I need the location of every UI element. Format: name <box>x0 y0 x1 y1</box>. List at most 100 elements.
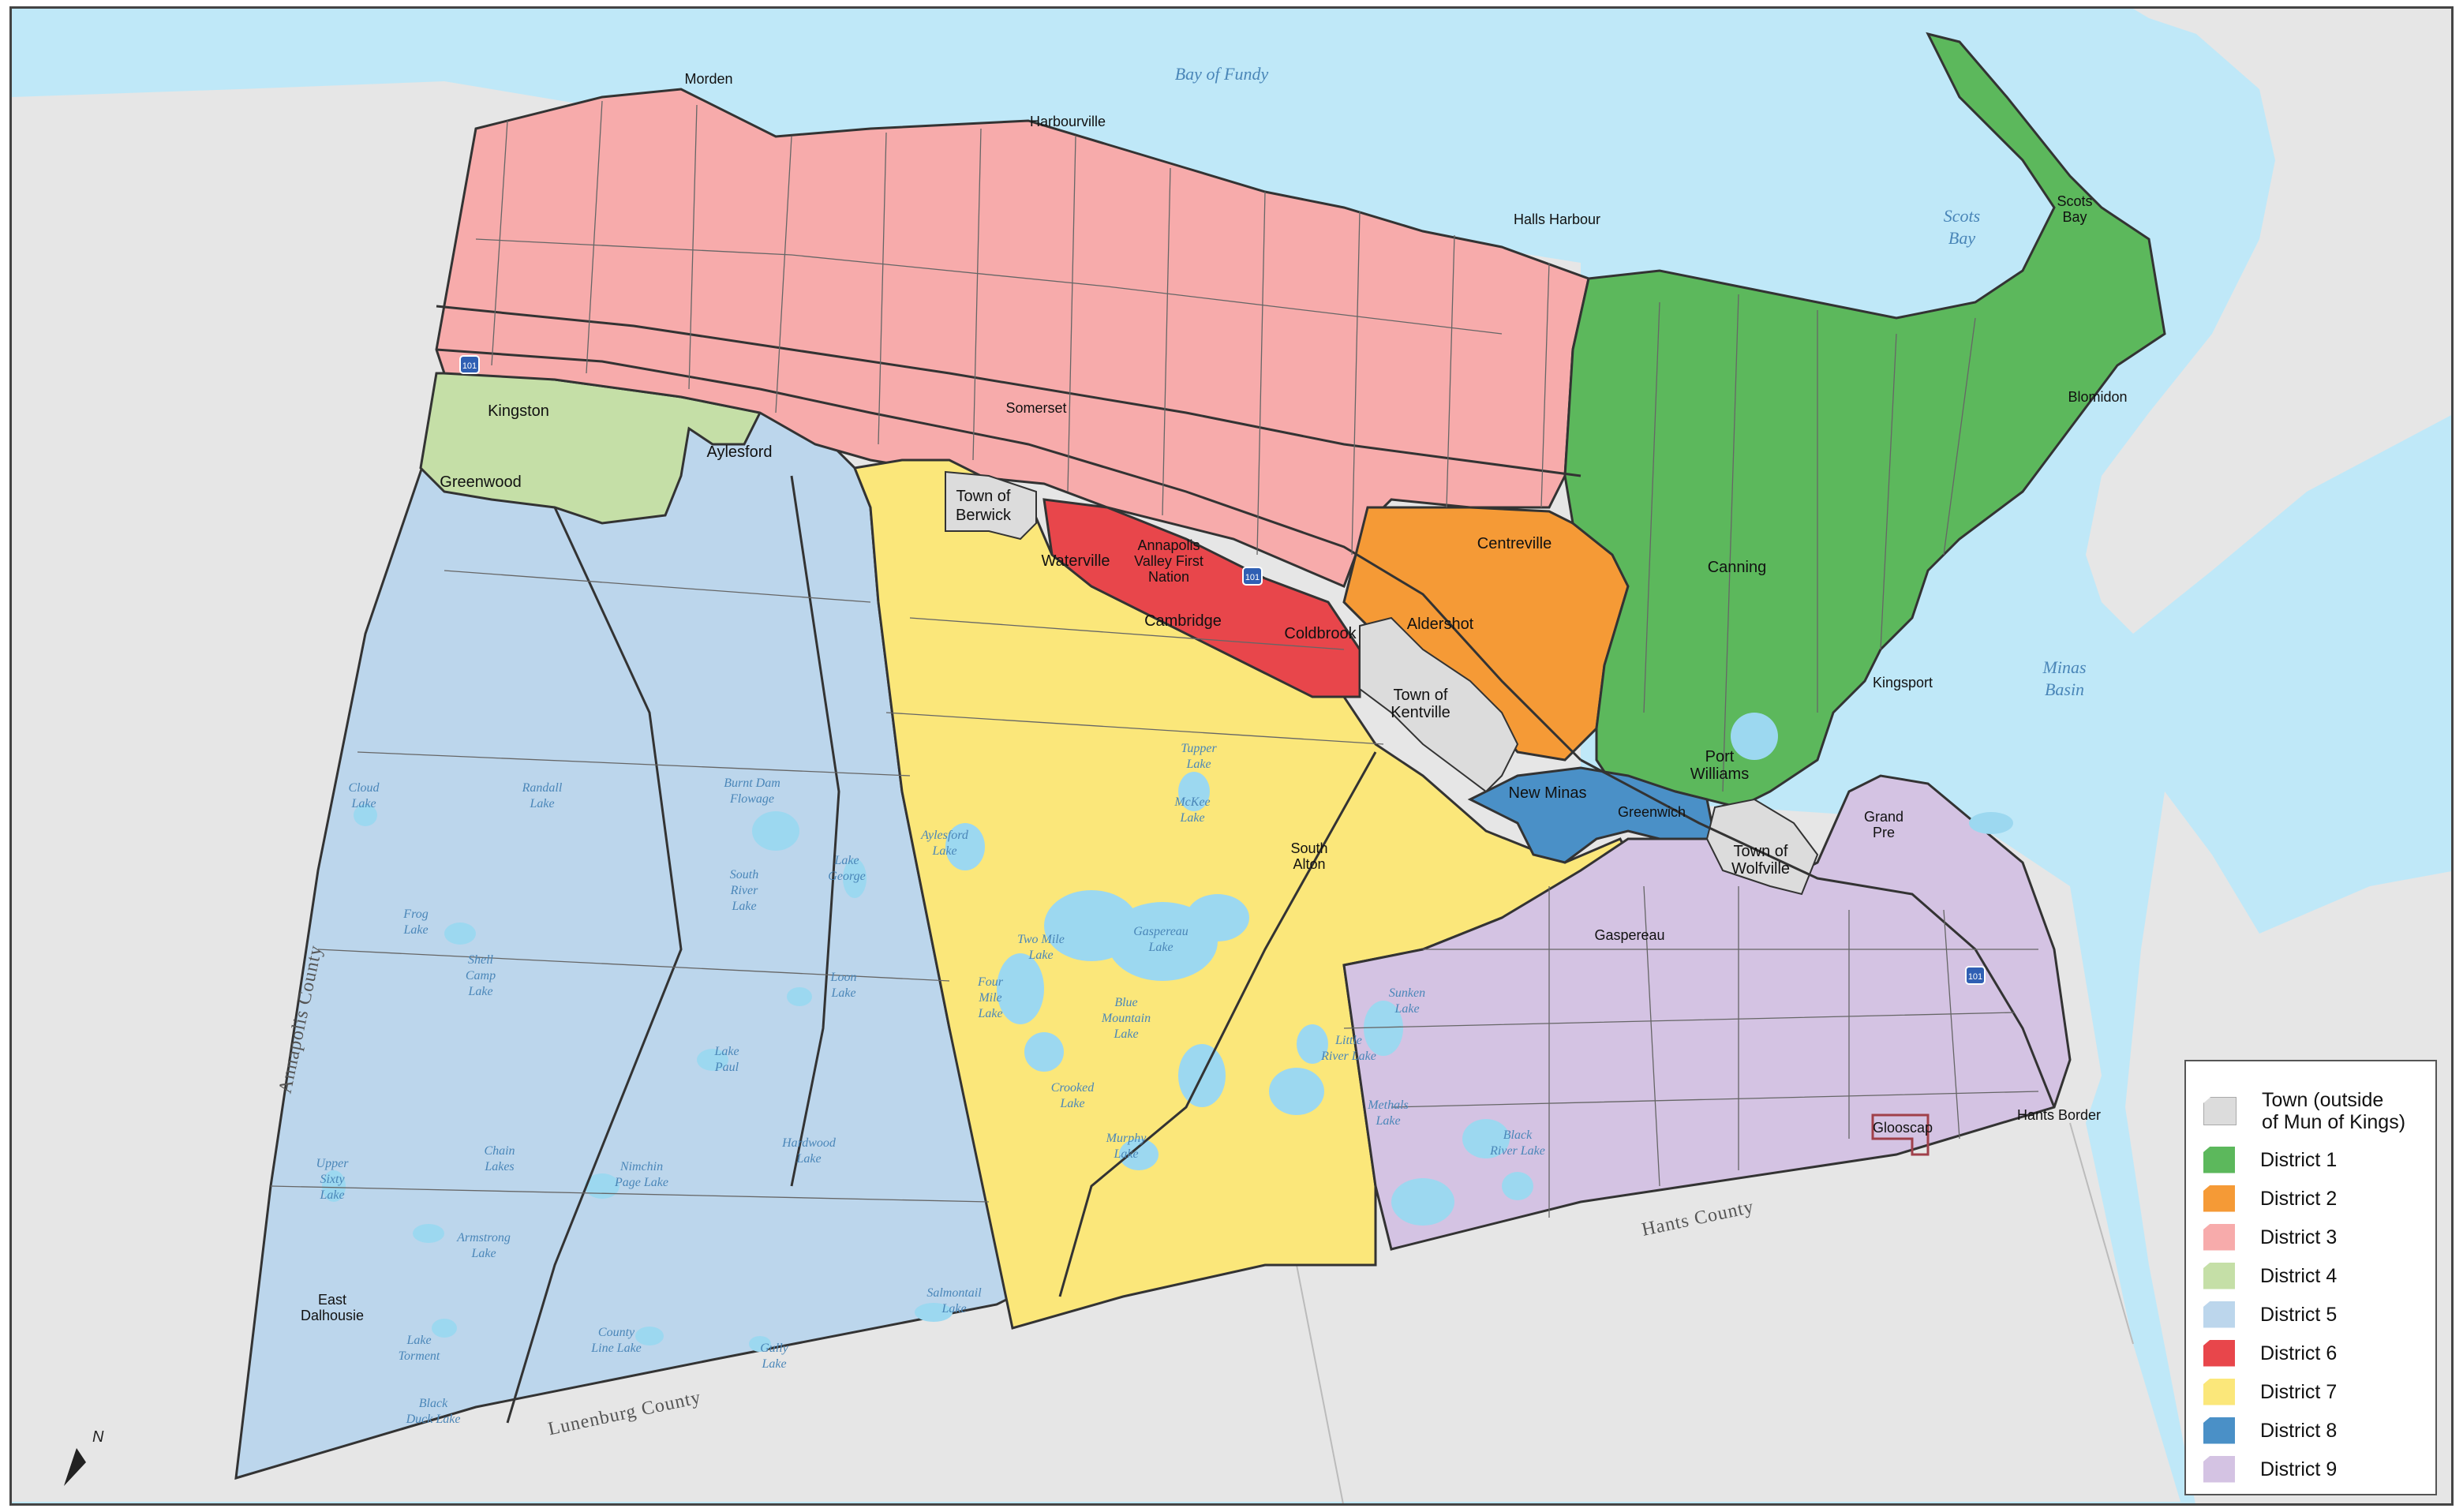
lake-label-armstrong-lake: Lake <box>470 1247 496 1260</box>
lake-label-county-line-lake: County <box>598 1326 635 1339</box>
lake-label-blue-mountain-lake: Lake <box>1113 1027 1138 1041</box>
town-berwick-area <box>945 470 1037 541</box>
grey-lines <box>1296 1122 2134 1503</box>
lake-label-shell-camp-lake: Shell <box>468 953 494 967</box>
annapolis-valley-first-nation-label: Valley First <box>1134 553 1203 569</box>
highway-shield: 101 <box>1965 966 1986 985</box>
lake-label-frog-lake: Lake <box>402 923 428 937</box>
district-map: 101 101 101 Bay of Fundy Scots Bay Minas… <box>12 9 2451 1503</box>
lake-label-nimchin-page-lake: Page Lake <box>614 1176 668 1189</box>
district-9-area <box>1342 774 2072 1251</box>
lake-label-lake-paul: Paul <box>714 1061 739 1074</box>
scots-bay-water-label: Bay <box>1948 228 1975 248</box>
lake-label-hardwood-lake: Lake <box>795 1152 821 1166</box>
lake-label-mckee-lake: McKee <box>1173 795 1210 809</box>
new-minas-label: New Minas <box>1509 784 1587 802</box>
map-frame: 101 101 101 Bay of Fundy Scots Bay Minas… <box>9 6 2454 1506</box>
legend-item-district-5: District 5 <box>2203 1295 2418 1334</box>
gaspereau-label: Gaspereau <box>1594 927 1664 943</box>
lake-label-little-river-lake: Little <box>1334 1034 1362 1047</box>
town-kentville-area <box>1359 616 1519 793</box>
aldershot-label: Aldershot <box>1407 616 1474 633</box>
hants-border-label: Hants Border <box>2017 1107 2101 1123</box>
lake-label-salmontail-lake: Salmontail <box>926 1286 982 1300</box>
lake-label-shell-camp-lake: Lake <box>467 985 492 998</box>
lake-label-aylesford-lake: Aylesford <box>920 829 969 842</box>
minas-basin-label: Basin <box>2045 679 2084 699</box>
legend-swatch-district-4 <box>2203 1262 2235 1289</box>
lake-label-blue-mountain-lake: Mountain <box>1101 1012 1151 1025</box>
highway-shield-label: 101 <box>1245 573 1260 582</box>
legend-label-town-line-1: Town (outside <box>2262 1089 2384 1111</box>
aylesford-label: Aylesford <box>706 443 772 461</box>
legend-swatch-district-5 <box>2203 1301 2235 1328</box>
lake-label-upper-sixty-lake: Upper <box>316 1157 350 1170</box>
coldbrook-label: Coldbrook <box>1284 625 1357 642</box>
legend-label-district-8: District 8 <box>2260 1419 2338 1442</box>
legend-item-district-9: District 9 <box>2203 1450 2418 1488</box>
legend-label-district-1: District 1 <box>2260 1148 2338 1171</box>
annapolis-valley-first-nation-label: Nation <box>1148 569 1189 585</box>
lake-label-hardwood-lake: Hardwood <box>781 1136 837 1150</box>
lake-label-armstrong-lake: Armstrong <box>456 1231 511 1244</box>
legend-label-district-5: District 5 <box>2260 1303 2338 1326</box>
lake-label-mckee-lake: Lake <box>1179 811 1204 825</box>
canning-label: Canning <box>1708 559 1767 576</box>
lakes <box>322 713 2013 1352</box>
lake-label-county-line-lake: Line Lake <box>590 1342 642 1355</box>
lake-label-burnt-dam-flowage: Burnt Dam <box>724 777 780 790</box>
lake-label-upper-sixty-lake: Sixty <box>320 1173 345 1186</box>
lake-label-chain-lakes: Chain <box>484 1144 515 1158</box>
town-of-berwick-label: Berwick <box>956 507 1012 524</box>
highway-shield-label: 101 <box>462 361 477 371</box>
glooscap-label: Glooscap <box>1873 1120 1933 1136</box>
town-of-kentville-label: Kentville <box>1391 704 1450 721</box>
highway-shield-label: 101 <box>1968 972 1982 982</box>
major-roads <box>436 305 2056 1424</box>
lake-label-gully-lake: Gully <box>760 1342 788 1355</box>
kingston-label: Kingston <box>488 402 549 420</box>
lake-label-upper-sixty-lake: Lake <box>319 1188 344 1202</box>
lake-label-chain-lakes: Lakes <box>484 1160 514 1173</box>
port-williams-label: Port <box>1705 748 1735 765</box>
town-of-wolfville-label: Wolfville <box>1731 860 1790 878</box>
lake-label-two-mile-lake: Two Mile <box>1017 933 1065 946</box>
lake-label-frog-lake: Frog <box>402 908 428 921</box>
glooscap-area <box>1871 1113 1930 1156</box>
lake-label-murphy-lake: Murphy <box>1106 1132 1147 1145</box>
lake-label-lake-george: Lake <box>833 854 859 867</box>
port-williams-label: Williams <box>1690 765 1749 783</box>
legend-label-district-3: District 3 <box>2260 1226 2338 1248</box>
legend-label-town: Town (outside of Mun of Kings) <box>2262 1089 2405 1133</box>
annapolis-valley-first-nation-label: Annapolis <box>1137 537 1200 553</box>
legend-swatch-district-6 <box>2203 1339 2235 1367</box>
lake-label-crooked-lake: Crooked <box>1051 1081 1095 1095</box>
lake-label-south-river-lake: River <box>730 884 758 897</box>
north-shore-land <box>2086 9 2451 634</box>
lake-label-little-river-lake: River Lake <box>1320 1050 1376 1063</box>
legend-swatch-town <box>2203 1097 2237 1125</box>
bay-of-fundy-label: Bay of Fundy <box>1175 64 1269 84</box>
lake-label-blue-mountain-lake: Blue <box>1114 996 1137 1009</box>
lake-label-burnt-dam-flowage: Flowage <box>729 792 774 806</box>
lake-label-salmontail-lake: Lake <box>941 1302 966 1316</box>
lake-label-methals-lake: Methals <box>1367 1098 1409 1112</box>
lake-label-four-mile-lake: Four <box>977 975 1004 989</box>
highway-shield: 101 <box>1242 567 1263 586</box>
legend-label-town-line-2: of Mun of Kings) <box>2262 1111 2406 1133</box>
legend-item-district-3: District 3 <box>2203 1218 2418 1256</box>
somerset-label: Somerset <box>1005 400 1066 416</box>
grand-pre-label: Grand <box>1864 809 1903 825</box>
lake-label-loon-lake: Loon <box>830 971 857 984</box>
town-wolfville-area <box>1705 798 1819 896</box>
east-dalhousie-label: Dalhousie <box>301 1308 364 1323</box>
lake-label-loon-lake: Lake <box>830 986 855 1000</box>
scots-bay-place-label: Bay <box>2062 209 2087 225</box>
legend-swatch-district-9 <box>2203 1455 2235 1483</box>
grand-pre-label: Pre <box>1873 825 1895 840</box>
lake-label-methals-lake: Lake <box>1375 1114 1400 1128</box>
lake-label-lake-george: George <box>828 870 865 883</box>
lake-label-gully-lake: Lake <box>761 1357 786 1371</box>
legend-item-district-6: District 6 <box>2203 1334 2418 1372</box>
